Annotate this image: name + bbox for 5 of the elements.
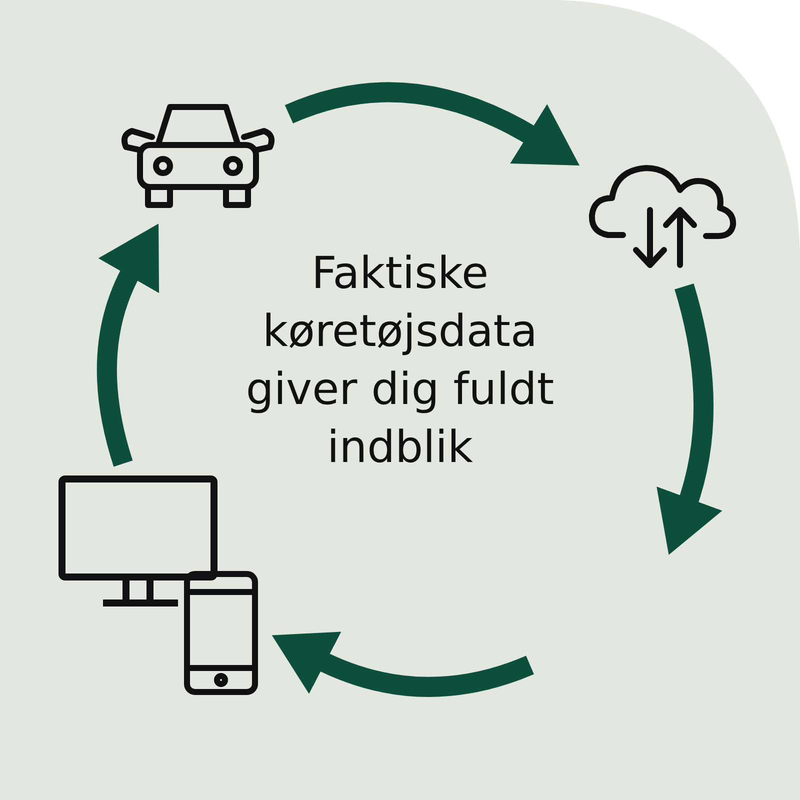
center-text: Faktiske køretøjsdata giver dig fuldt indblik: [244, 247, 556, 475]
arrow: [271, 630, 534, 697]
arrow: [656, 284, 722, 556]
arrow: [96, 222, 160, 466]
arrow: [285, 82, 580, 164]
